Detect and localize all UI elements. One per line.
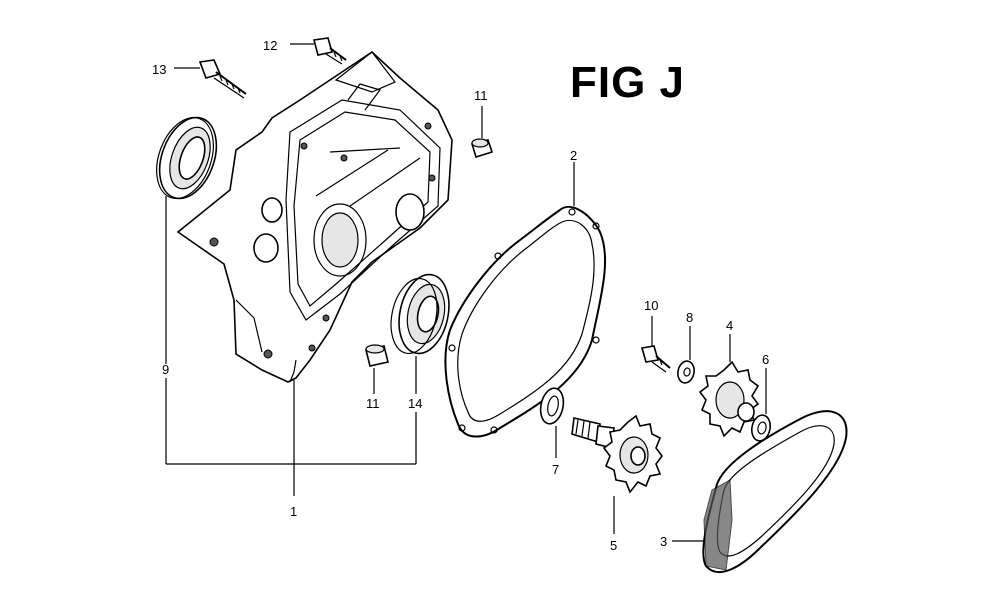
leader-lines <box>165 43 767 542</box>
gasket-part-2 <box>444 205 607 438</box>
callout-4: 4 <box>726 318 733 333</box>
callout-13: 13 <box>152 62 166 77</box>
callout-7: 7 <box>552 462 559 477</box>
callout-14: 14 <box>408 396 422 411</box>
callout-6: 6 <box>762 352 769 367</box>
callout-10: 10 <box>644 298 658 313</box>
dowel-pin-part-11-lower <box>365 344 389 367</box>
callout-11-upper: 11 <box>474 88 488 103</box>
bolt-part-12 <box>312 37 347 65</box>
bolt-part-13 <box>198 59 247 99</box>
bolt-part-10 <box>640 345 671 373</box>
washer-part-6 <box>750 414 772 442</box>
callout-8: 8 <box>686 310 693 325</box>
callout-1: 1 <box>290 504 297 519</box>
chain-part-3 <box>702 410 848 573</box>
dowel-pin-part-11-upper <box>470 138 494 159</box>
callout-5: 5 <box>610 538 617 553</box>
callout-2: 2 <box>570 148 577 163</box>
bearing-part-14 <box>390 273 450 355</box>
figure-title: FIG J <box>570 58 686 107</box>
gear-case-part-1 <box>176 50 453 383</box>
callout-9: 9 <box>162 362 169 377</box>
callout-12: 12 <box>263 38 277 53</box>
oil-seal-part-9 <box>156 116 218 200</box>
callout-3: 3 <box>660 534 667 549</box>
sprocket-shaft-part-5 <box>571 414 663 494</box>
washer-part-8 <box>677 360 695 384</box>
sprocket-part-4 <box>698 360 760 438</box>
callout-11-lower: 11 <box>366 396 380 411</box>
washer-part-7 <box>539 387 565 425</box>
